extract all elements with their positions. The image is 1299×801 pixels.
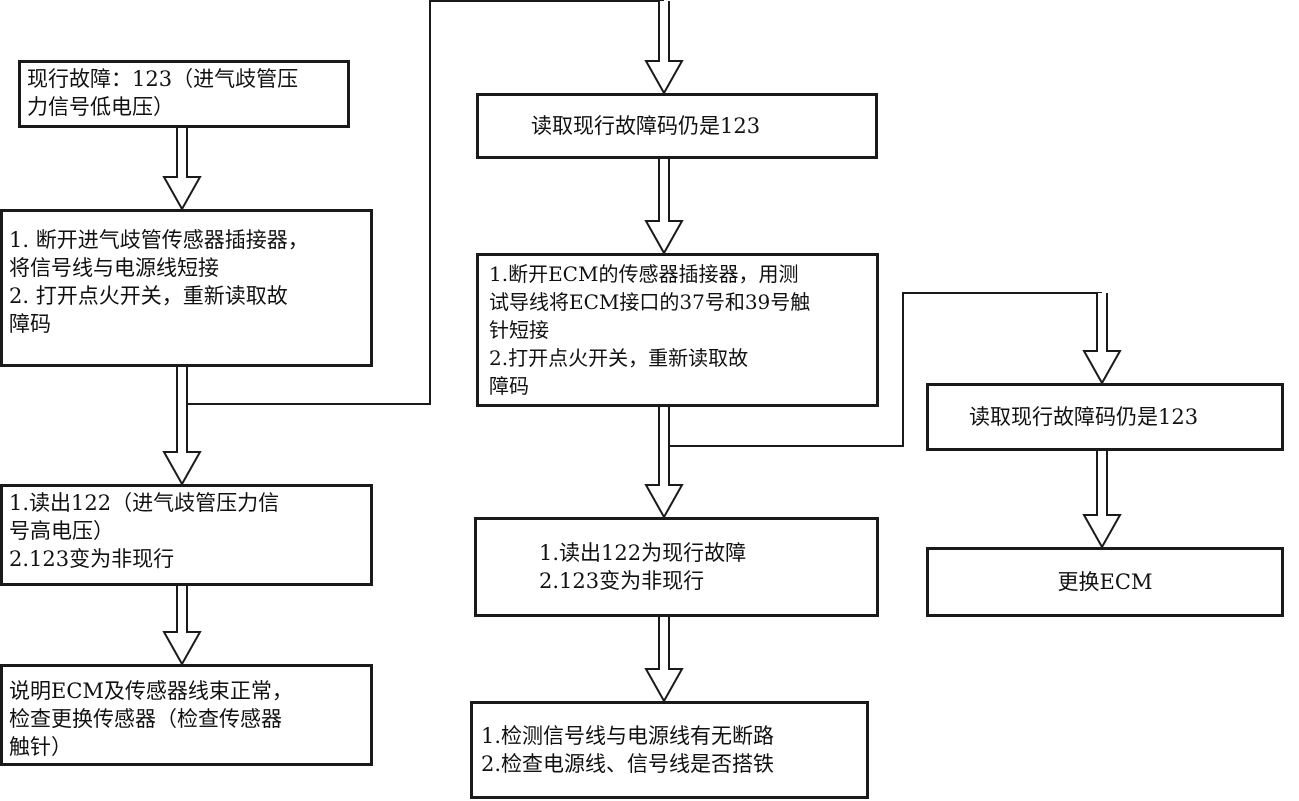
box-line: 2.123变为非现行 bbox=[539, 569, 705, 593]
box-line: 1.断开ECM的传感器插接器，用测 bbox=[489, 262, 799, 286]
route-line-step2-to-still-fault2 bbox=[664, 292, 1102, 447]
box-line: 1.检测信号线与电源线有无断路 bbox=[481, 724, 775, 748]
box-line: 障码 bbox=[489, 374, 529, 398]
box-line: 1.读出122（进气歧管压力信 bbox=[9, 491, 280, 515]
arrow-result2-to-check-wires bbox=[644, 617, 684, 704]
arrow-top-to-still-fault bbox=[644, 1, 684, 96]
arrow-still-fault2-to-replace bbox=[1082, 451, 1122, 550]
box-line: 读取现行故障码仍是123 bbox=[531, 114, 761, 138]
box-replace-ecm: 更换ECM bbox=[926, 547, 1284, 617]
box-conclusion-replace-sensor: 说明ECM及传感器线束正常， 检查更换传感器（检查传感器 触针） bbox=[0, 664, 373, 766]
box-line: 1. 断开进气歧管传感器插接器， bbox=[9, 228, 309, 252]
box-line: 2.检查电源线、信号线是否搭铁 bbox=[481, 752, 775, 776]
box-line: 障码 bbox=[9, 312, 51, 336]
box-still-fault-123: 读取现行故障码仍是123 bbox=[476, 93, 878, 159]
arrow-result1-to-conclusion bbox=[162, 586, 202, 667]
box-line: 更换ECM bbox=[1057, 570, 1153, 594]
box-line: 检查更换传感器（检查传感器 bbox=[9, 707, 282, 731]
box-result1-code-122: 1.读出122（进气歧管压力信 号高电压） 2.123变为非现行 bbox=[0, 484, 373, 586]
box-line: 现行故障：123（进气歧管压 bbox=[27, 67, 299, 91]
box-current-fault: 现行故障：123（进气歧管压 力信号低电压） bbox=[18, 60, 350, 128]
route-line-step1-to-still-fault bbox=[188, 0, 664, 405]
arrow-route-to-still-fault2 bbox=[1082, 293, 1122, 386]
box-check-wires: 1.检测信号线与电源线有无断路 2.检查电源线、信号线是否搭铁 bbox=[470, 701, 869, 799]
box-step2-short-ecm: 1.断开ECM的传感器插接器，用测 试导线将ECM接口的37号和39号触 针短接… bbox=[476, 253, 879, 407]
arrow-group bbox=[162, 1, 1122, 704]
box-line: 将信号线与电源线短接 bbox=[9, 256, 219, 280]
arrow-step2-to-result2 bbox=[644, 407, 684, 520]
box-line: 试导线将ECM接口的37号和39号触 bbox=[489, 290, 811, 314]
box-line: 2. 打开点火开关，重新读取故 bbox=[9, 284, 288, 308]
box-line: 2.打开点火开关，重新读取故 bbox=[489, 346, 749, 370]
box-line: 说明ECM及传感器线束正常， bbox=[9, 679, 293, 703]
box-still-fault-123-second: 读取现行故障码仍是123 bbox=[926, 383, 1284, 451]
box-line: 读取现行故障码仍是123 bbox=[969, 405, 1199, 429]
box-result2-code-122: 1.读出122为现行故障 2.123变为非现行 bbox=[474, 517, 879, 617]
arrow-step1-to-result1 bbox=[162, 367, 202, 487]
box-line: 力信号低电压） bbox=[27, 95, 174, 119]
box-step1-short-sensor: 1. 断开进气歧管传感器插接器， 将信号线与电源线短接 2. 打开点火开关，重新… bbox=[0, 209, 373, 367]
box-line: 触针） bbox=[9, 735, 72, 759]
box-line: 1.读出122为现行故障 bbox=[539, 541, 747, 565]
arrow-still-fault-to-step2 bbox=[644, 159, 684, 256]
box-line: 号高电压） bbox=[9, 519, 114, 543]
box-line: 2.123变为非现行 bbox=[9, 547, 175, 571]
box-line: 针短接 bbox=[489, 318, 549, 342]
arrow-fault-to-step1 bbox=[162, 128, 202, 212]
